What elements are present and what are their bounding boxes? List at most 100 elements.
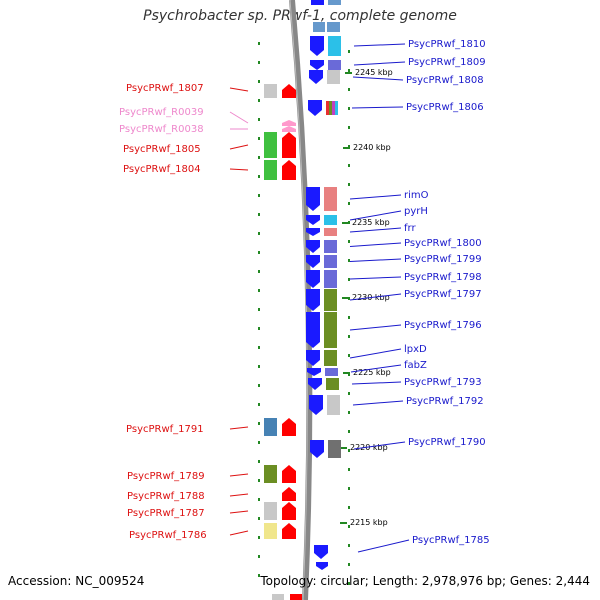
gene-label[interactable]: PsycPRwf_1793 bbox=[404, 377, 482, 388]
leader-line bbox=[349, 242, 402, 247]
gene-PsycPRwf_R0039 bbox=[282, 120, 296, 126]
gene-PsycPRwf_1788 bbox=[282, 487, 296, 501]
forward-arrow bbox=[306, 228, 320, 236]
gene-label[interactable]: fabZ bbox=[404, 360, 427, 371]
forward-arrow bbox=[306, 187, 320, 211]
tick-mark bbox=[258, 194, 260, 197]
cog-box bbox=[328, 36, 341, 56]
leader-line bbox=[229, 530, 249, 536]
tick-mark bbox=[258, 536, 260, 539]
scale-label: 2215 kbp bbox=[350, 518, 388, 527]
tick-mark bbox=[348, 430, 350, 433]
tick-mark bbox=[258, 403, 260, 406]
gene-label[interactable]: PsycPRwf_1808 bbox=[406, 75, 484, 86]
tick-mark bbox=[348, 240, 350, 243]
gene-label[interactable]: PsycPRwf_1789 bbox=[127, 471, 205, 482]
cog-box bbox=[326, 101, 329, 115]
scale-ticks bbox=[258, 42, 350, 585]
leader-line bbox=[349, 324, 402, 331]
gene-PsycPRwf_1800 bbox=[306, 240, 337, 253]
gene-label[interactable]: lpxD bbox=[404, 344, 427, 355]
gene-frr bbox=[306, 228, 337, 236]
gene-label[interactable]: PsycPRwf_1785 bbox=[412, 535, 490, 546]
gene-label[interactable]: PsycPRwf_1786 bbox=[129, 530, 207, 541]
gene-label[interactable]: PsycPRwf_1809 bbox=[408, 57, 486, 68]
reverse-arrow bbox=[282, 160, 296, 180]
gene-label[interactable]: PsycPRwf_1790 bbox=[408, 437, 486, 448]
tick-mark bbox=[258, 555, 260, 558]
gene-label[interactable]: PsycPRwf_1807 bbox=[126, 83, 204, 94]
leader-line bbox=[229, 493, 249, 497]
scale-label: 2220 kbp bbox=[350, 443, 388, 452]
gene-label[interactable]: PsycPRwf_1787 bbox=[127, 508, 205, 519]
tick-mark bbox=[348, 487, 350, 490]
gene-label[interactable]: PsycPRwf_1791 bbox=[126, 424, 204, 435]
gene-label[interactable]: frr bbox=[404, 223, 416, 234]
reverse-arrow bbox=[282, 132, 296, 158]
cog-box bbox=[335, 101, 338, 115]
gene-label[interactable]: PsycPRwf_1799 bbox=[404, 254, 482, 265]
leader-line bbox=[349, 227, 402, 233]
reverse-arrow bbox=[282, 523, 296, 539]
major-tick bbox=[343, 372, 350, 374]
reverse-arrow bbox=[282, 418, 296, 436]
scale-label: 2240 kbp bbox=[353, 143, 391, 152]
forward-arrow bbox=[310, 36, 324, 56]
cog-box bbox=[324, 289, 337, 311]
partial-feature bbox=[327, 22, 340, 32]
forward-arrow bbox=[306, 350, 320, 366]
cog-box bbox=[327, 395, 340, 415]
cog-box bbox=[324, 240, 337, 253]
tick-mark bbox=[348, 88, 350, 91]
tick-mark bbox=[258, 460, 260, 463]
forward-arrow bbox=[307, 368, 321, 376]
leader-line bbox=[352, 76, 404, 81]
forward-arrow bbox=[306, 312, 320, 348]
gene-PsycPRwf_1790 bbox=[310, 440, 341, 458]
gene-label[interactable]: PsycPRwf_1806 bbox=[406, 102, 484, 113]
gene-PsycPRwf_1806 bbox=[308, 100, 338, 116]
tick-mark bbox=[348, 50, 350, 53]
tick-mark bbox=[348, 183, 350, 186]
rna-arrow bbox=[282, 120, 296, 126]
cog-box bbox=[332, 101, 335, 115]
forward-arrow bbox=[309, 70, 323, 84]
cog-box bbox=[324, 312, 337, 348]
cog-box bbox=[326, 378, 339, 390]
gene-label[interactable]: PsycPRwf_1788 bbox=[127, 491, 205, 502]
gene-label[interactable]: PsycPRwf_R0038 bbox=[119, 124, 204, 135]
gene-label[interactable]: PsycPRwf_1797 bbox=[404, 289, 482, 300]
forward-arrow bbox=[306, 240, 320, 253]
gene-label[interactable]: PsycPRwf_1804 bbox=[123, 164, 201, 175]
tick-mark bbox=[258, 137, 260, 140]
cog-box bbox=[324, 228, 337, 236]
gene-label[interactable]: rimO bbox=[404, 190, 429, 201]
gene-label[interactable]: PsycPRwf_1796 bbox=[404, 320, 482, 331]
leader-line bbox=[229, 426, 249, 430]
cog-box bbox=[264, 465, 277, 483]
gene-label[interactable]: PsycPRwf_1810 bbox=[408, 39, 486, 50]
gene-label[interactable]: PsycPRwf_1805 bbox=[123, 144, 201, 155]
tick-mark bbox=[348, 278, 350, 281]
forward-arrow bbox=[306, 215, 320, 225]
tick-mark bbox=[348, 145, 350, 148]
gene-label[interactable]: PsycPRwf_1800 bbox=[404, 238, 482, 249]
tick-mark bbox=[258, 327, 260, 330]
rna-arrow bbox=[282, 126, 296, 132]
gene-fabZ bbox=[307, 368, 338, 376]
gene-label[interactable]: pyrH bbox=[404, 206, 428, 217]
partial-feature bbox=[316, 562, 328, 570]
tick-mark bbox=[348, 506, 350, 509]
gene-label[interactable]: PsycPRwf_1792 bbox=[406, 396, 484, 407]
cog-box bbox=[328, 440, 341, 458]
tick-mark bbox=[348, 126, 350, 129]
forward-arrow bbox=[308, 378, 322, 390]
partial-feature bbox=[290, 594, 302, 600]
major-tick bbox=[342, 297, 349, 299]
major-tick bbox=[345, 72, 352, 74]
leader-line bbox=[353, 61, 406, 66]
gene-label[interactable]: PsycPRwf_R0039 bbox=[119, 107, 204, 118]
leader-line bbox=[353, 441, 406, 450]
gene-label[interactable]: PsycPRwf_1798 bbox=[404, 272, 482, 283]
